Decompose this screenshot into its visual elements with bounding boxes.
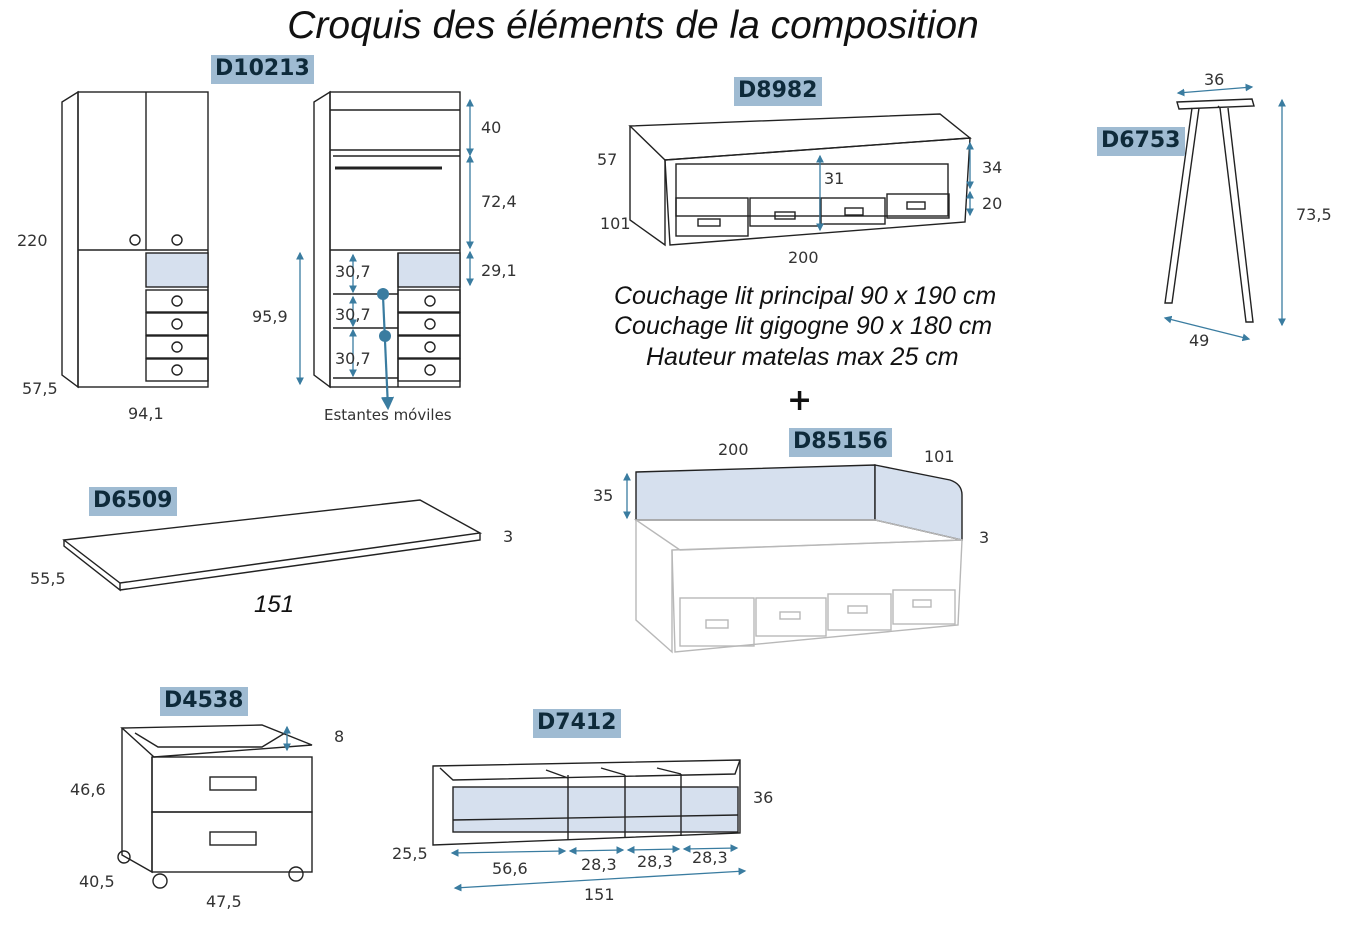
note-mattress: Hauteur matelas max 25 cm bbox=[646, 343, 959, 371]
dim-leg-top: 36 bbox=[1204, 70, 1225, 89]
code-badge-shelf: D7412 bbox=[533, 709, 621, 738]
dim-headboard-thickness: 3 bbox=[979, 528, 990, 547]
dimension-lines bbox=[283, 83, 1286, 892]
dim-wardrobe-depth: 57,5 bbox=[22, 379, 58, 398]
shelf-drawing bbox=[432, 759, 741, 846]
label-movable-shelves: Estantes móviles bbox=[324, 406, 452, 424]
page-title: Croquis des éléments de la composition bbox=[287, 4, 979, 47]
bed-ghost-drawing bbox=[633, 519, 963, 654]
dim-shelf-2: 30,7 bbox=[335, 305, 371, 324]
code-badge-drawer-unit: D4538 bbox=[160, 687, 248, 716]
dim-wardrobe-40: 40 bbox=[481, 118, 502, 137]
dim-bed-trundle: 31 bbox=[824, 169, 845, 188]
dim-headboard-height: 35 bbox=[593, 486, 614, 505]
dim-wardrobe-width: 94,1 bbox=[128, 404, 164, 423]
dim-wardrobe-height: 220 bbox=[17, 231, 48, 250]
dim-shelf-seg-2: 28,3 bbox=[581, 855, 617, 874]
dim-drawer-depth: 40,5 bbox=[79, 872, 115, 891]
dim-leg-base: 49 bbox=[1189, 331, 1210, 350]
dim-desktop-thickness: 3 bbox=[503, 527, 514, 546]
drawer-unit-drawing bbox=[117, 724, 313, 889]
dim-bed-length: 200 bbox=[788, 248, 819, 267]
dim-wardrobe-lower: 95,9 bbox=[252, 307, 288, 326]
dim-drawer-rim: 8 bbox=[334, 727, 345, 746]
dim-wardrobe-29: 29,1 bbox=[481, 261, 517, 280]
plus-sign: + bbox=[787, 383, 813, 418]
code-badge-leg: D6753 bbox=[1097, 127, 1185, 156]
dim-leg-height: 73,5 bbox=[1296, 205, 1332, 224]
dim-desktop-depth: 55,5 bbox=[30, 569, 66, 588]
dim-bed-depth: 101 bbox=[600, 214, 631, 233]
dim-shelf-seg-3: 28,3 bbox=[637, 852, 673, 871]
code-badge-headboard: D85156 bbox=[789, 428, 892, 457]
dim-headboard-side: 101 bbox=[924, 447, 955, 466]
desktop-drawing bbox=[62, 499, 483, 592]
dim-headboard-length: 200 bbox=[718, 440, 749, 459]
wardrobe-closed-drawing bbox=[61, 90, 209, 389]
dim-bed-front-bottom: 20 bbox=[982, 194, 1003, 213]
headboard-drawing bbox=[635, 464, 963, 541]
dim-shelf-seg-4: 28,3 bbox=[692, 848, 728, 867]
dim-shelf-total: 151 bbox=[584, 885, 615, 904]
note-trundle-bed: Couchage lit gigogne 90 x 180 cm bbox=[614, 312, 993, 340]
dim-bed-57: 57 bbox=[597, 150, 618, 169]
dim-wardrobe-72: 72,4 bbox=[481, 192, 517, 211]
dot-markers bbox=[377, 288, 391, 342]
code-badge-bed: D8982 bbox=[734, 77, 822, 106]
wardrobe-open-drawing bbox=[313, 90, 461, 389]
dim-drawer-width: 47,5 bbox=[206, 892, 242, 911]
dim-desktop-length: 151 bbox=[254, 591, 295, 618]
dim-shelf-height: 36 bbox=[753, 788, 774, 807]
bed-drawing bbox=[628, 113, 972, 247]
code-badge-wardrobe: D10213 bbox=[211, 55, 314, 84]
dim-bed-front-top: 34 bbox=[982, 158, 1003, 177]
dim-shelf-1: 30,7 bbox=[335, 262, 371, 281]
dim-drawer-height: 46,6 bbox=[70, 780, 106, 799]
dim-shelf-seg-1: 56,6 bbox=[492, 859, 528, 878]
dim-shelf-3: 30,7 bbox=[335, 349, 371, 368]
code-badge-desktop: D6509 bbox=[89, 487, 177, 516]
note-main-bed: Couchage lit principal 90 x 190 cm bbox=[614, 282, 997, 310]
dim-shelf-depth: 25,5 bbox=[392, 844, 428, 863]
